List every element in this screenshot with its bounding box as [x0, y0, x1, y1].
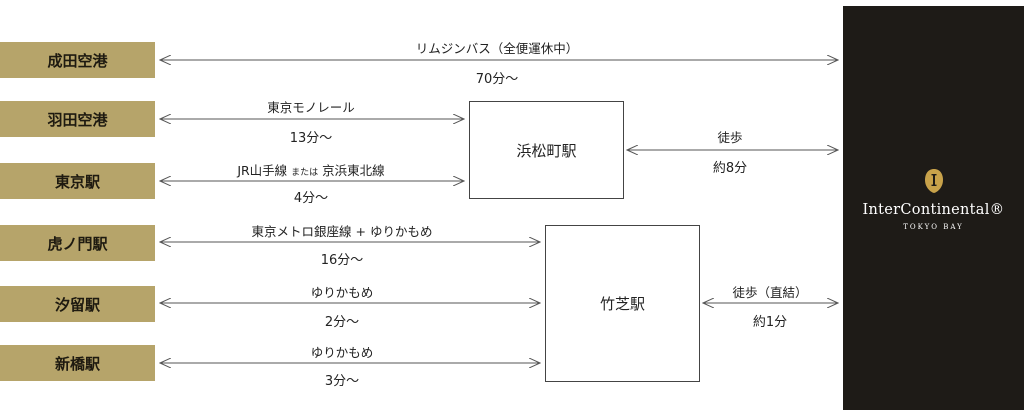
- origin-tokyo: 東京駅: [0, 163, 155, 199]
- route-tokyo-line: JR山手線 または 京浜東北線: [237, 160, 384, 179]
- origin-narita: 成田空港: [0, 42, 155, 78]
- origin-shinbashi: 新橋駅: [0, 345, 155, 381]
- origin-shinbashi-label: 新橋駅: [54, 354, 100, 373]
- route-shinbashi-line: ゆりかもめ: [310, 345, 374, 360]
- origin-haneda-label: 羽田空港: [47, 110, 108, 129]
- route-tokyo-time: 4分～: [293, 191, 329, 206]
- route-narita-time: 70分～: [475, 72, 519, 87]
- hotel-name: InterContinental®: [862, 202, 1005, 218]
- origin-toranomon-label: 虎ノ門駅: [47, 234, 108, 253]
- route-toranomon-time: 16分～: [320, 253, 364, 268]
- origin-tokyo-label: 東京駅: [54, 172, 100, 191]
- route-toranomon-line: 東京メトロ銀座線 + ゆりかもめ: [251, 224, 433, 239]
- hub-hamamatsucho: 浜松町駅: [469, 101, 624, 199]
- origin-narita-label: 成田空港: [47, 51, 108, 70]
- origin-shiodome: 汐留駅: [0, 286, 155, 322]
- route-shinbashi-time: 3分～: [324, 374, 360, 389]
- hub-takeshiba: 竹芝駅: [545, 225, 700, 382]
- route-haneda-time: 13分～: [289, 131, 333, 146]
- route-hamamatsucho-hotel-time: 約8分: [712, 161, 748, 176]
- route-tokyo-line-b: 京浜東北線: [322, 163, 385, 178]
- route-tokyo-line-a: JR山手線: [237, 163, 288, 178]
- origin-shiodome-label: 汐留駅: [54, 295, 100, 314]
- hotel-subtitle: TOKYO BAY: [903, 223, 964, 231]
- origin-haneda: 羽田空港: [0, 101, 155, 137]
- intercontinental-crest-icon: [925, 169, 943, 193]
- route-shiodome-time: 2分～: [324, 315, 360, 330]
- route-shiodome-line: ゆりかもめ: [310, 285, 374, 300]
- route-takeshiba-hotel-line: 徒歩（直結）: [732, 285, 808, 300]
- route-takeshiba-hotel-time: 約1分: [752, 315, 788, 330]
- route-haneda-line: 東京モノレール: [267, 100, 355, 115]
- hotel-panel: InterContinental® TOKYO BAY: [843, 6, 1024, 410]
- hub-hamamatsucho-label: 浜松町駅: [516, 141, 577, 160]
- origin-toranomon: 虎ノ門駅: [0, 225, 155, 261]
- route-tokyo-line-or: または: [291, 168, 319, 178]
- hub-takeshiba-label: 竹芝駅: [599, 295, 645, 313]
- route-narita-line: リムジンバス（全便運休中）: [415, 41, 579, 56]
- route-hamamatsucho-hotel-line: 徒歩: [717, 130, 743, 145]
